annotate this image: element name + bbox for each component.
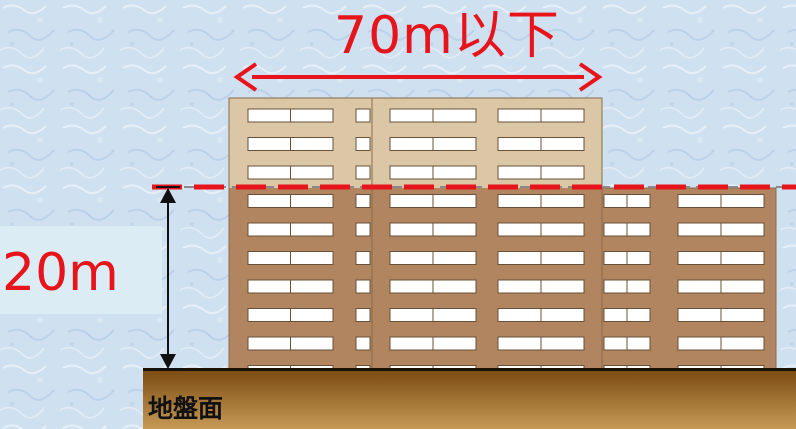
- window: [355, 137, 371, 151]
- ground-level-label: 地盤面: [148, 394, 224, 423]
- window: [355, 308, 371, 322]
- height-limit-label: 20m: [2, 243, 119, 303]
- window: [355, 222, 371, 237]
- window: [355, 108, 371, 123]
- window: [355, 194, 371, 208]
- height-dimension-panel: [0, 226, 162, 314]
- window: [355, 336, 371, 351]
- width-limit-label: 70m以下: [334, 6, 560, 66]
- window: [355, 165, 371, 180]
- window: [355, 279, 371, 294]
- width-dimension-arrow: [233, 62, 603, 92]
- ground-surface: [143, 369, 796, 429]
- window: [355, 251, 371, 265]
- height-dimension-arrow: [156, 186, 180, 370]
